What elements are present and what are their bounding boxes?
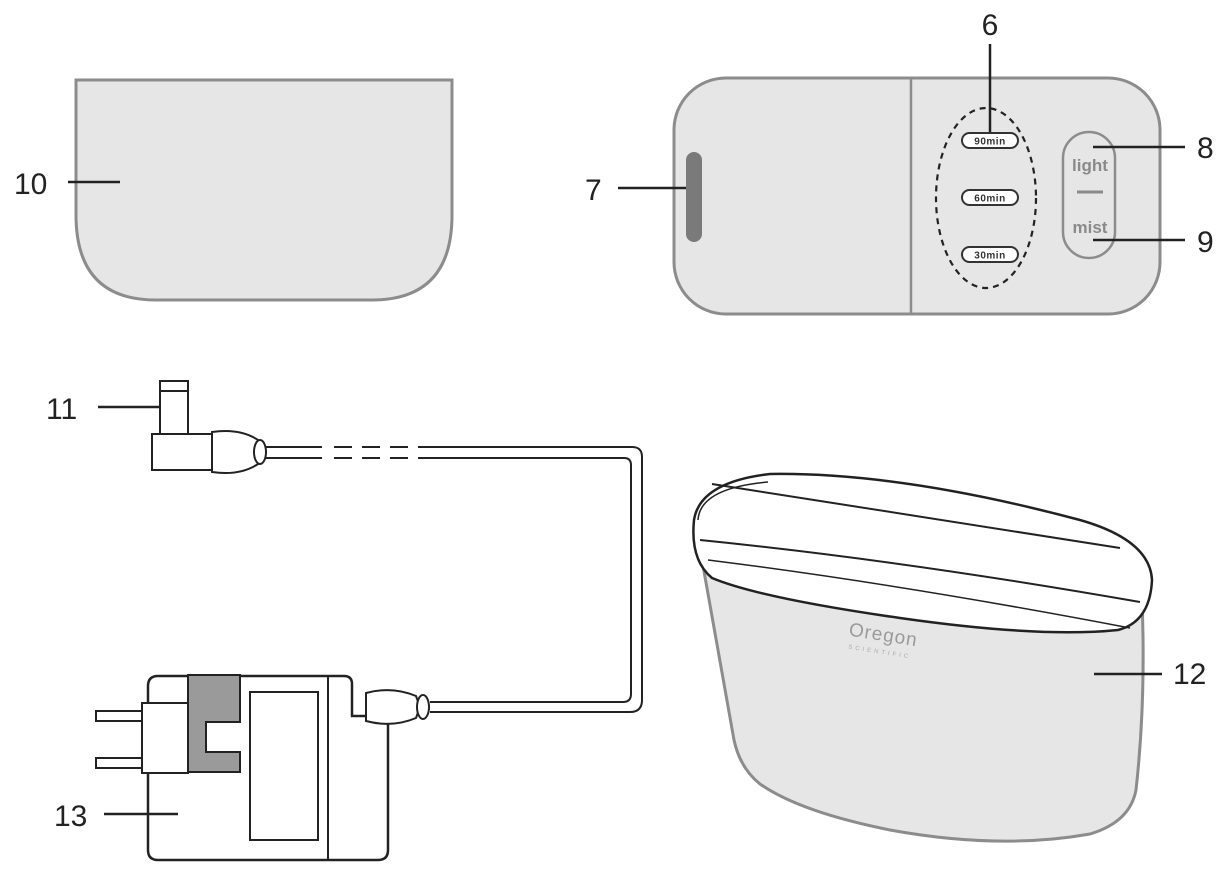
- callout-6: 6: [982, 9, 999, 42]
- light-label: light: [1072, 156, 1108, 175]
- control-panel: 90min 60min 30min light mist: [672, 76, 1162, 316]
- power-cable: [266, 446, 643, 713]
- timer-30min-button[interactable]: 30min: [961, 246, 1019, 263]
- timer-90min-button[interactable]: 90min: [961, 132, 1019, 149]
- indicator-light-strip: [686, 152, 702, 242]
- timer-group-outline: [934, 106, 1038, 290]
- callout-7: 7: [585, 174, 602, 207]
- light-mist-button[interactable]: light mist: [1061, 130, 1117, 260]
- svg-text:90min: 90min: [974, 137, 1005, 148]
- part-13-ac-adapter: [95, 674, 430, 862]
- callout-8: 8: [1197, 132, 1214, 165]
- svg-text:60min: 60min: [974, 194, 1005, 205]
- callout-12: 12: [1173, 658, 1206, 691]
- svg-text:30min: 30min: [974, 251, 1005, 262]
- part-10-cover: [74, 78, 454, 302]
- mist-label: mist: [1073, 218, 1108, 237]
- timer-60min-button[interactable]: 60min: [961, 189, 1019, 206]
- part-11-dc-plug: [151, 380, 267, 474]
- callout-10: 10: [14, 168, 47, 201]
- callout-9: 9: [1197, 226, 1214, 259]
- callout-13: 13: [54, 800, 87, 833]
- callout-11: 11: [46, 393, 77, 426]
- part-12-diffuser: Oregon SCIENTIFIC: [692, 472, 1154, 843]
